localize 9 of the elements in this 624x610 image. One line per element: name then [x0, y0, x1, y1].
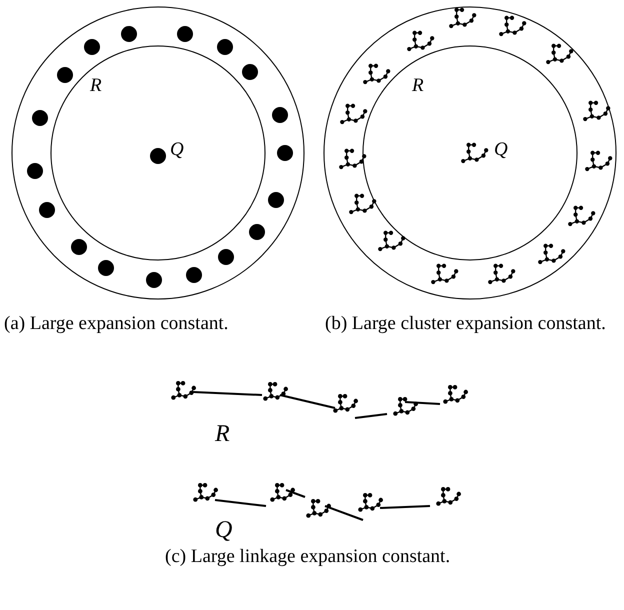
figure-caption: (a) Large expansion constant.	[4, 312, 230, 335]
variable-label: R	[90, 76, 102, 95]
variable-label: Q	[215, 518, 232, 542]
variable-label: Q	[170, 140, 184, 159]
figure-caption: (c) Large linkage expansion constant.	[165, 545, 452, 568]
figure-caption: (b) Large cluster expansion constant.	[325, 312, 607, 335]
variable-label: R	[215, 422, 230, 446]
variable-label: R	[412, 76, 424, 95]
variable-label: Q	[494, 140, 508, 159]
